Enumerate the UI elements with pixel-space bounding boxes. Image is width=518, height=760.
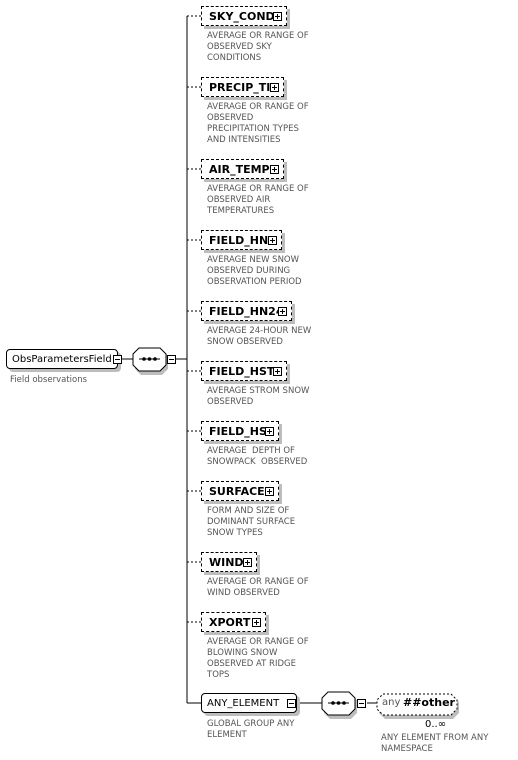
element-description: AVERAGE DEPTH OF SNOWPACK OBSERVED	[207, 446, 308, 467]
element-label: SURFACE	[209, 484, 265, 498]
element-label: FIELD_HN	[209, 233, 269, 247]
element-description: AVERAGE OR RANGE OF WIND OBSERVED	[207, 577, 309, 598]
element-sky-cond[interactable]: SKY_COND	[201, 6, 287, 26]
sequence-compositor-any	[321, 691, 357, 719]
element-label: FIELD_HS	[209, 424, 267, 438]
element-label: FIELD_HST	[209, 364, 275, 378]
element-label: WIND	[209, 555, 244, 569]
root-description: Field observations	[10, 375, 88, 385]
wildcard-description: ANY ELEMENT FROM ANY NAMESPACE	[381, 733, 489, 754]
element-description: AVERAGE NEW SNOW OBSERVED DURING OBSERVA…	[207, 255, 302, 287]
expand-icon[interactable]	[252, 618, 261, 627]
expand-icon[interactable]	[265, 427, 274, 436]
element-field-hst[interactable]: FIELD_HST	[201, 361, 287, 381]
expand-icon[interactable]	[273, 367, 282, 376]
group-any-element[interactable]: ANY_ELEMENT	[201, 693, 298, 713]
element-label: PRECIP_TI	[209, 80, 271, 94]
group-description: GLOBAL GROUP ANY ELEMENT	[207, 719, 295, 740]
element-description: AVERAGE OR RANGE OF OBSERVED AIR TEMPERA…	[207, 184, 309, 216]
wildcard-namespace: ##other	[403, 696, 455, 709]
expand-icon[interactable]	[270, 83, 279, 92]
root-element-label: ObsParametersField	[12, 353, 112, 365]
element-description: FORM AND SIZE OF DOMINANT SURFACE SNOW T…	[207, 506, 296, 538]
expand-icon[interactable]	[243, 558, 252, 567]
element-xport[interactable]: XPORT	[201, 612, 266, 632]
any-wildcard[interactable]: any ##other	[376, 693, 455, 713]
element-air-temp[interactable]: AIR_TEMP	[201, 159, 284, 179]
collapse-icon[interactable]	[287, 699, 296, 708]
element-description: AVERAGE OR RANGE OF OBSERVED SKY CONDITI…	[207, 31, 309, 63]
element-field-hn24[interactable]: FIELD_HN24	[201, 301, 292, 321]
collapse-icon[interactable]	[357, 699, 366, 708]
element-description: AVERAGE OR RANGE OF BLOWING SNOW OBSERVE…	[207, 637, 309, 680]
group-label: ANY_ELEMENT	[207, 697, 280, 709]
occurrence-label: 0..∞	[425, 719, 447, 730]
element-label: SKY_COND	[209, 9, 275, 23]
element-field-hn[interactable]: FIELD_HN	[201, 230, 282, 250]
element-description: AVERAGE STROM SNOW OBSERVED	[207, 386, 310, 407]
connector-lines	[122, 15, 378, 704]
wildcard-any-label: any	[382, 697, 401, 708]
element-description: AVERAGE OR RANGE OF OBSERVED PRECIPITATI…	[207, 102, 309, 145]
expand-icon[interactable]	[268, 236, 277, 245]
expand-icon[interactable]	[278, 307, 287, 316]
element-field-hs[interactable]: FIELD_HS	[201, 421, 279, 441]
expand-icon[interactable]	[270, 165, 279, 174]
element-label: XPORT	[209, 615, 251, 629]
expand-icon[interactable]	[265, 487, 274, 496]
any-wildcard-shape	[376, 693, 459, 719]
element-surface[interactable]: SURFACE	[201, 481, 279, 501]
element-wind[interactable]: WIND	[201, 552, 257, 572]
collapse-icon[interactable]	[113, 355, 122, 364]
element-label: AIR_TEMP	[209, 162, 270, 176]
element-precip-ti[interactable]: PRECIP_TI	[201, 77, 284, 97]
root-element-obsparametersfield[interactable]: ObsParametersField	[6, 349, 118, 369]
element-label: FIELD_HN24	[209, 304, 284, 318]
collapse-icon[interactable]	[167, 355, 176, 364]
element-description: AVERAGE 24-HOUR NEW SNOW OBSERVED	[207, 326, 312, 347]
sequence-compositor	[132, 347, 168, 375]
expand-icon[interactable]	[273, 12, 282, 21]
